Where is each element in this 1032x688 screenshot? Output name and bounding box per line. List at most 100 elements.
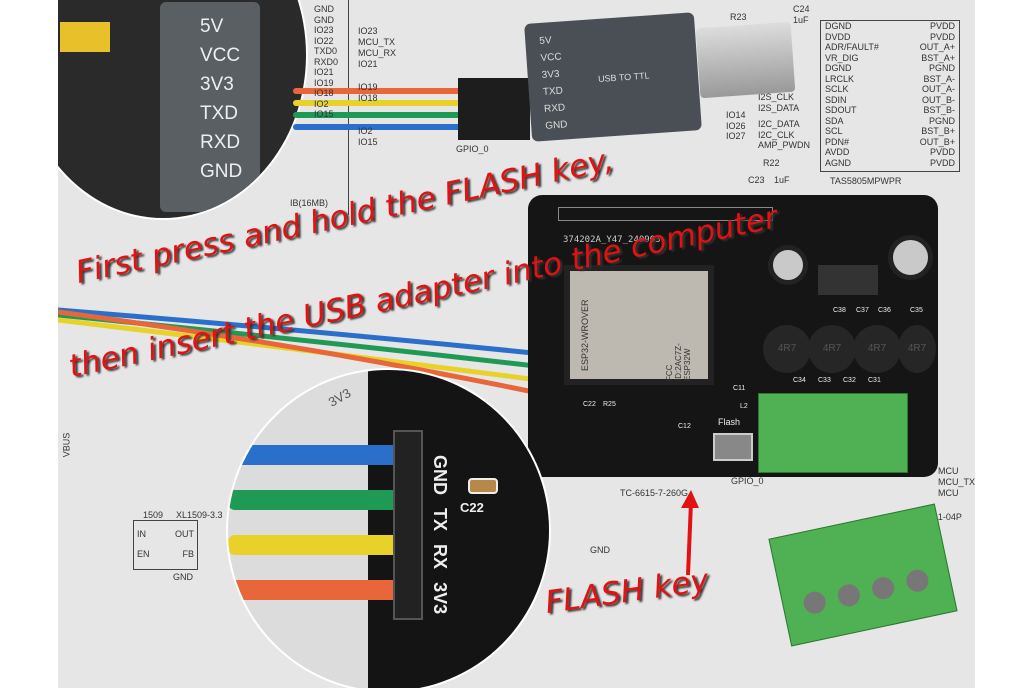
schematic-text: IO21	[358, 59, 378, 69]
schematic-text: BST_B+	[921, 126, 955, 136]
schematic-text: 1509	[143, 510, 164, 520]
product-photo: DGND DVDD ADR/FAULT# VR_DIG DGND LRCLK S…	[58, 0, 975, 688]
pin-labels: 5V VCC 3V3 TXD RXD GND	[200, 12, 242, 186]
schematic-text: GND	[314, 14, 334, 25]
silk-label: 3V3	[325, 385, 354, 410]
pin-label: 3V3	[200, 74, 234, 95]
schematic-amp-nets: I2S_CLK I2S_DATA I2C_DATA I2C_CLK AMP_PW…	[758, 92, 810, 151]
pin-label: RXD	[200, 132, 241, 153]
part-label: C12	[678, 423, 691, 430]
schematic-text: IO15	[358, 137, 378, 147]
schematic-text: PVDD	[929, 157, 955, 168]
schematic-left-pins: GND GND IO23 IO22 TXD0 RXD0 IO21 IO19 IO…	[314, 4, 338, 120]
schematic-text: IO22	[314, 35, 334, 46]
schematic-text: I2C_CLK	[758, 129, 795, 140]
part-label: C32	[843, 377, 856, 384]
schematic-text: I2S_DATA	[758, 102, 800, 113]
arrow-icon	[681, 490, 699, 576]
pin-label: GND	[430, 455, 450, 495]
schematic-text: IO19	[314, 77, 334, 88]
part-label: C36	[878, 307, 891, 314]
schematic-text: 4V-11-04P	[920, 512, 962, 522]
schematic-text: OUT_B-	[921, 94, 955, 105]
schematic-text: AVDD	[825, 147, 850, 157]
schematic-text: PVDD	[929, 147, 955, 157]
part-label: C22	[583, 401, 596, 408]
schematic-text: IO18	[358, 93, 378, 103]
schematic-text: SDA	[825, 115, 844, 126]
schematic-text: RXD0	[314, 56, 339, 67]
part-label: C31	[868, 377, 881, 384]
schematic-text: R22	[763, 158, 780, 168]
schematic-text: MCU	[938, 488, 959, 498]
schematic-text: R23	[730, 12, 747, 22]
part-label: C34	[793, 377, 806, 384]
part-label: C35	[910, 307, 923, 314]
pin-label: VCC	[200, 45, 241, 66]
schematic-text: PVDD	[929, 31, 955, 42]
terminal-block-on-pcb	[758, 393, 908, 473]
schematic-text: IO23	[358, 26, 378, 36]
schematic-text: GND	[314, 4, 334, 14]
schematic-text: VR_DIG	[825, 52, 859, 63]
schematic-text: IN	[137, 529, 146, 539]
schematic-text: AGND	[825, 157, 852, 168]
schematic-io-nets: IO14 IO26 IO27	[726, 110, 746, 142]
flash-silk-label: Flash	[718, 417, 741, 427]
schematic-text: DGND	[825, 21, 852, 31]
part-label: C37	[856, 307, 869, 314]
esp32-module: ESP32-WROVER FCC ID:2AC7Z-ESP32W	[564, 265, 714, 385]
inductor: 4R7	[808, 325, 856, 373]
schematic-text: TAS5805MPWPR	[830, 176, 902, 186]
inductor: 4R7	[853, 325, 901, 373]
schematic-text: IO26	[726, 120, 746, 131]
pin-label: TX	[430, 508, 450, 532]
schematic-text: TC-6615-7-260G	[620, 488, 689, 498]
schematic-text: EN	[137, 549, 150, 559]
part-label: L2	[740, 403, 748, 410]
pin-label: TXD	[200, 103, 238, 124]
schematic-text: GND	[590, 545, 610, 555]
schematic-left-nets: IO23 MCU_TX MCU_RX IO21 IO19 IO18 IO2 IO…	[358, 26, 396, 148]
schematic-amp: DGND DVDD ADR/FAULT# VR_DIG DGND LRCLK S…	[820, 20, 960, 172]
schematic-text: MCU_TX	[358, 37, 396, 47]
flash-button[interactable]	[713, 433, 753, 461]
schematic-text: TXD0	[314, 46, 338, 56]
schematic-text: I2C_DATA	[758, 119, 800, 129]
schematic-text: C24	[793, 4, 810, 14]
schematic-text: IO19	[358, 82, 378, 92]
schematic-text: BST_A-	[923, 73, 955, 84]
schematic-text: GND	[173, 572, 193, 582]
module-fcc: FCC ID:2AC7Z-ESP32W	[665, 343, 692, 381]
schematic-text: FB	[182, 549, 194, 559]
schematic-text: DGND	[825, 63, 852, 73]
schematic-text: XL1509-3.3	[176, 510, 223, 520]
schematic-regulator: IN OUT EN FB	[133, 520, 198, 570]
schematic-text: MCU_RX	[358, 48, 397, 58]
schematic-text: PDN#	[825, 136, 850, 147]
pin-label: 3V3	[430, 582, 450, 615]
pin-label: GND	[200, 161, 243, 182]
schematic-text: OUT_A-	[921, 84, 955, 94]
schematic-text: BST_A+	[921, 52, 955, 63]
schematic-text: C23	[748, 175, 765, 185]
cap-label: C22	[460, 500, 484, 515]
part-label: R25	[603, 401, 616, 408]
schematic-text: SCL	[825, 126, 843, 136]
schematic-text: IB(16MB)	[290, 198, 329, 208]
schematic-text: PGND	[928, 115, 955, 126]
schematic-text: DVDD	[825, 31, 851, 42]
schematic-text: 1uF	[793, 15, 809, 25]
schematic-text: MCU	[938, 466, 959, 476]
schematic-text: OUT	[175, 529, 194, 539]
schematic-text: IO14	[726, 110, 746, 120]
header-pin-labels: GND TX RX 3V3	[429, 455, 450, 614]
schematic-text: LRCLK	[825, 73, 855, 84]
schematic-text: IO2	[358, 126, 373, 136]
schematic-text: ADR/FAULT#	[825, 42, 879, 52]
schematic-mcu-nets: MCU MCU_TX MCU	[938, 466, 975, 499]
schematic-text: SCLK	[825, 84, 849, 94]
schematic-text: PVDD	[929, 21, 955, 31]
schematic-text: I2S_CLK	[758, 92, 795, 102]
schematic-text: IO23	[314, 25, 334, 35]
